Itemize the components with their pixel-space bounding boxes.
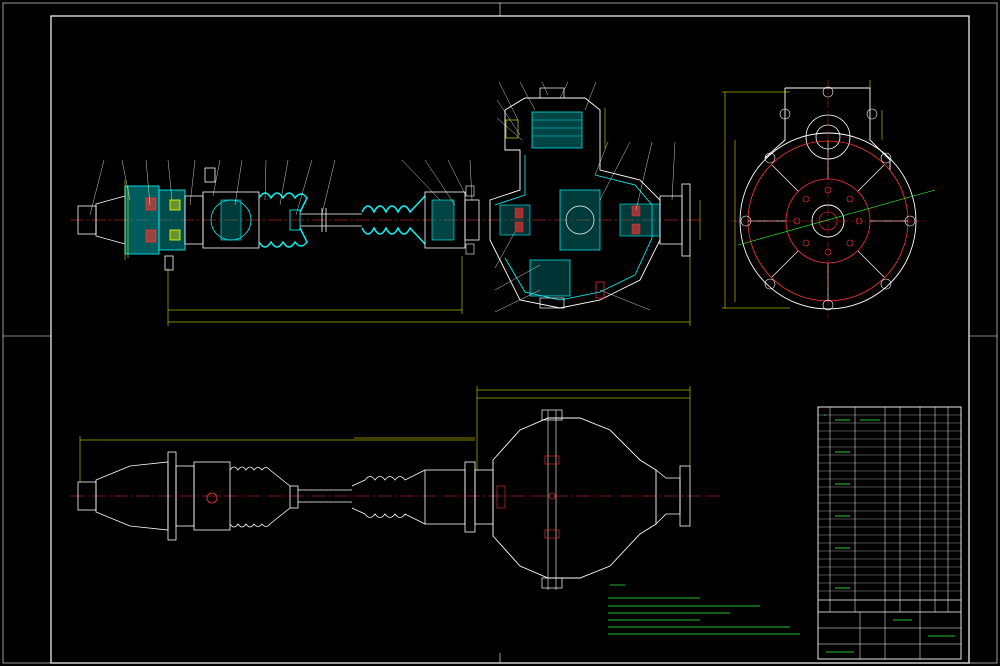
section-view	[70, 81, 701, 326]
outer-cv-joint	[202, 191, 308, 249]
outer-hub	[77, 167, 216, 271]
half-shaft	[300, 208, 362, 232]
section-leaders	[89, 81, 676, 313]
exterior-view	[70, 386, 720, 590]
technical-notes	[608, 584, 800, 635]
title-block	[817, 406, 962, 660]
inner-cv-joint	[361, 185, 480, 255]
end-view	[722, 80, 936, 318]
differential-housing	[489, 87, 691, 309]
section-dimensions	[127, 108, 701, 326]
